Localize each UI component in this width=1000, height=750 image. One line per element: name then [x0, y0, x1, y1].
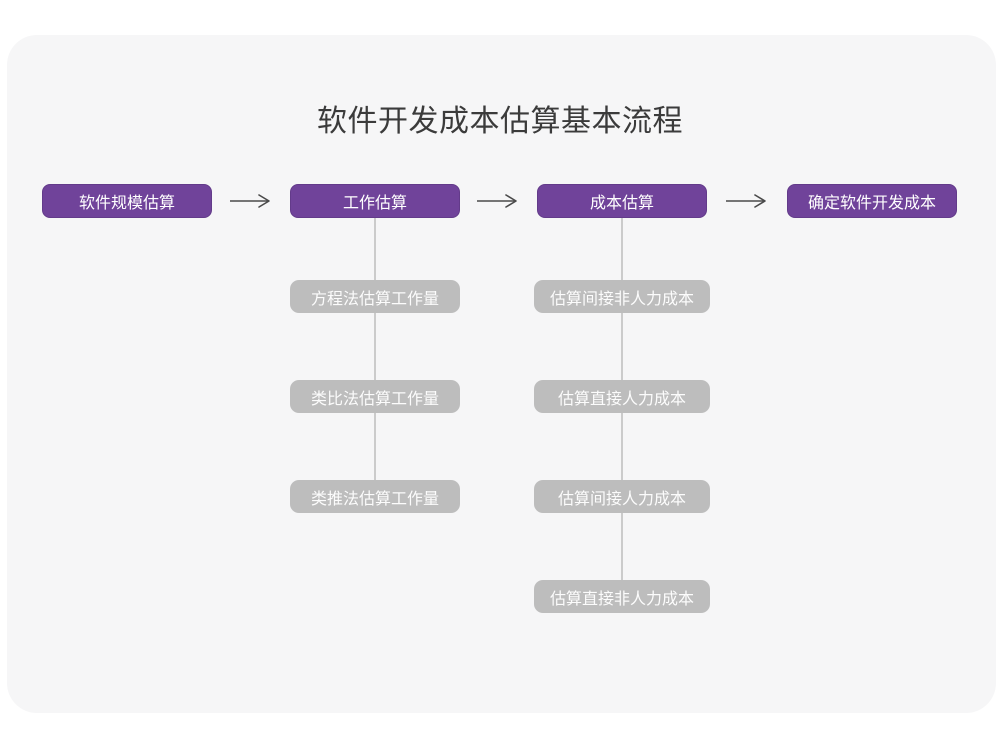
arrow-right-icon [230, 194, 270, 208]
node-indirect-labor-cost: 估算间接人力成本 [534, 480, 710, 513]
node-label: 工作估算 [342, 195, 407, 212]
node-label: 类比法估算工作量 [310, 390, 439, 408]
diagram-title: 软件开发成本估算基本流程 [317, 105, 683, 138]
node-work-estimation: 工作估算 [290, 184, 460, 218]
node-determine-development-cost: 确定软件开发成本 [787, 184, 957, 218]
node-direct-nonlabor-cost: 估算直接非人力成本 [534, 580, 710, 613]
node-equation-method: 方程法估算工作量 [290, 280, 460, 313]
node-label: 估算间接非人力成本 [549, 290, 694, 308]
connector-line-work [374, 218, 376, 498]
node-extrapolation-method: 类推法估算工作量 [290, 480, 460, 513]
node-direct-labor-cost: 估算直接人力成本 [534, 380, 710, 413]
node-software-scale-estimation: 软件规模估算 [42, 184, 212, 218]
node-label: 估算直接人力成本 [557, 390, 686, 408]
node-label: 估算间接人力成本 [557, 490, 686, 508]
arrow-right-icon [477, 194, 517, 208]
diagram-background-card [7, 35, 996, 713]
node-analogy-method: 类比法估算工作量 [290, 380, 460, 413]
node-label: 确定软件开发成本 [807, 195, 936, 212]
node-label: 成本估算 [589, 195, 654, 212]
node-label: 软件规模估算 [78, 195, 175, 212]
node-label: 方程法估算工作量 [310, 290, 439, 308]
arrow-right-icon [726, 194, 766, 208]
node-indirect-nonlabor-cost: 估算间接非人力成本 [534, 280, 710, 313]
node-label: 估算直接非人力成本 [549, 590, 694, 608]
node-cost-estimation: 成本估算 [537, 184, 707, 218]
node-label: 类推法估算工作量 [310, 490, 439, 508]
